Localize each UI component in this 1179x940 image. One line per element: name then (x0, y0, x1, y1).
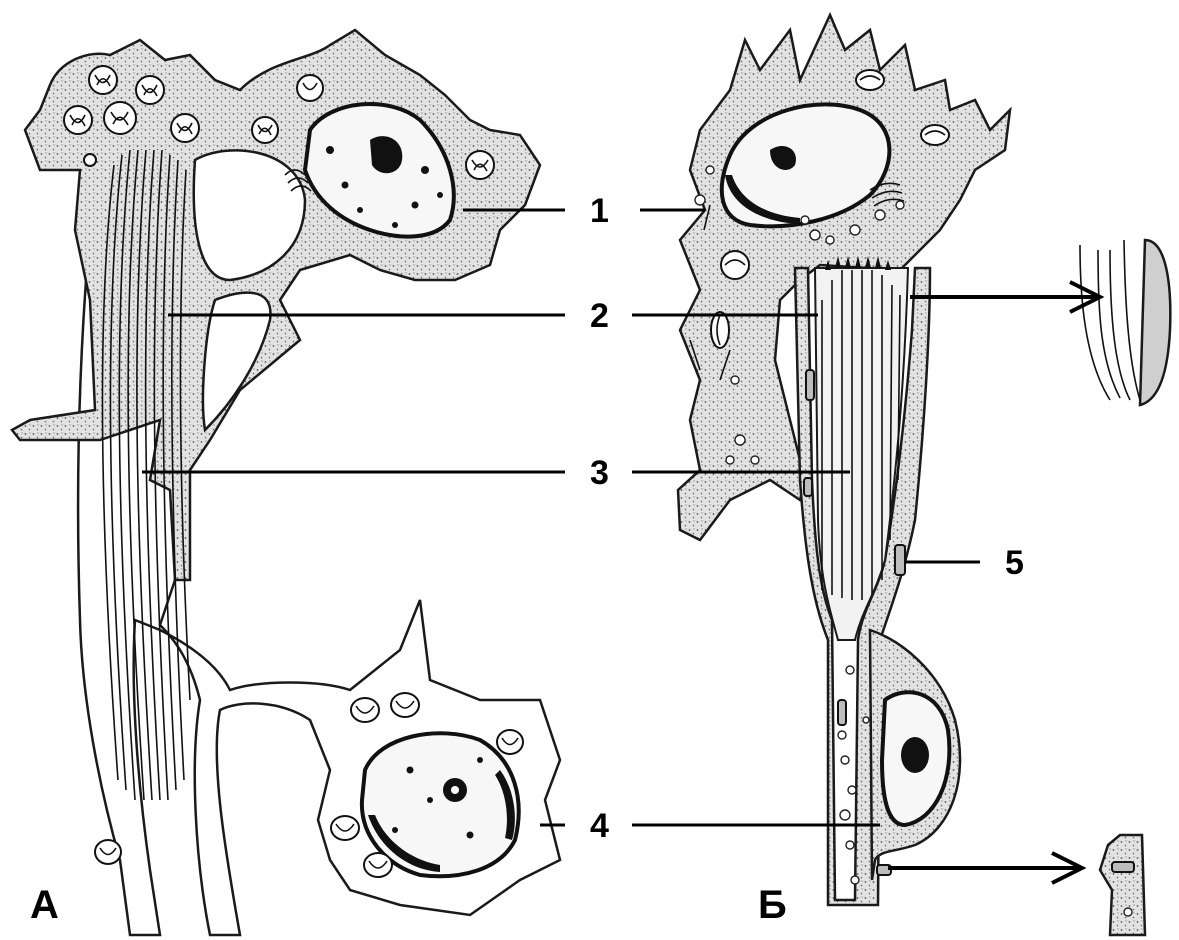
inset-bottom (1100, 835, 1145, 935)
panel-label-b: Б (758, 883, 787, 927)
label-5: 5 (1005, 544, 1024, 582)
panel-a-drawing (12, 30, 560, 935)
arrow-top (910, 282, 1100, 312)
label-2: 2 (590, 297, 609, 335)
panel-b-drawing (678, 15, 1170, 935)
arrow-bottom (888, 853, 1082, 883)
chromatin-b-bottom (901, 737, 929, 773)
inset-top (1080, 240, 1170, 405)
panel-label-a: А (30, 883, 59, 927)
label-4: 4 (590, 807, 609, 845)
label-3: 3 (590, 454, 609, 492)
label-1: 1 (590, 192, 609, 230)
